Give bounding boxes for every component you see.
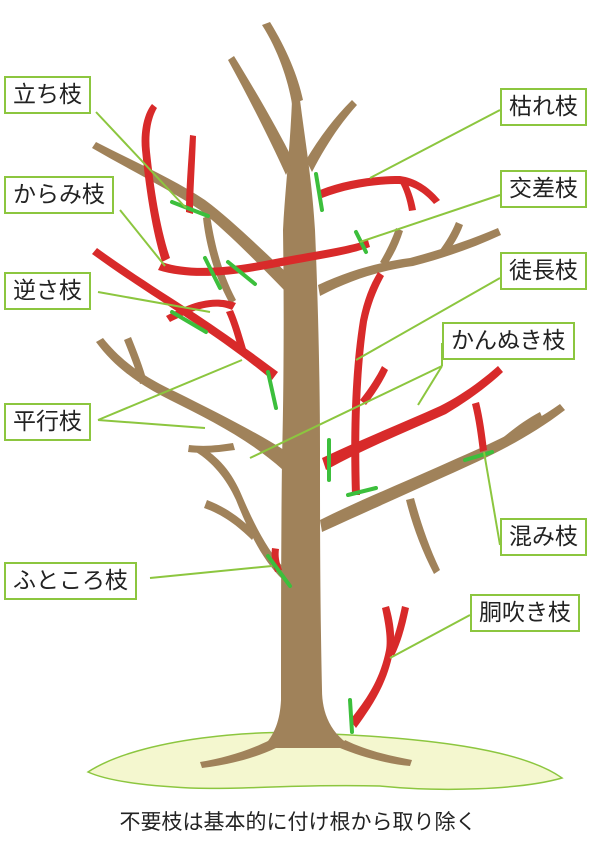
cut-tocho [346,486,378,497]
label-kosa: 交差枝 [500,170,587,208]
label-tachi: 立ち枝 [4,76,91,114]
label-gyaku: 逆さ枝 [4,272,91,310]
leader-komi [483,451,501,546]
leader-kosa [359,194,501,243]
branch-dobuki-twig [388,606,409,656]
trunk [262,100,355,748]
leader-futokoro [149,565,273,579]
branch-tocho-twig [360,366,388,405]
right-lower-twig [406,498,440,574]
top-leader [262,22,303,104]
right-upper-twig-2 [440,222,463,254]
cut-dobuki [348,698,354,734]
cut-karami-2 [226,260,257,286]
mid-left-twig-1 [124,337,147,384]
cut-heiko [266,370,278,410]
cut-komi [463,450,494,462]
branch-kannuki [322,366,503,470]
label-heiko: 平行枝 [4,403,91,441]
cut-kare [314,172,324,212]
leader-heiko-2 [97,419,206,429]
leader-dobuki [389,614,471,659]
mid-left-branch [96,338,284,470]
leader-kannuki-2 [417,365,443,406]
leader-gyaku [97,291,211,313]
right-lower-twig-2 [500,412,543,447]
mid-left-twig-2 [188,443,235,453]
right-lower-branch [320,404,565,532]
top-left-branch [228,56,293,175]
upper-left-branch [92,142,286,290]
cut-gyaku [170,310,208,334]
branch-heiko [92,248,278,380]
branch-kare-twig [399,178,416,211]
top-right-branch [306,100,357,172]
leader-tachi [95,111,187,209]
cut-tachi [170,200,210,218]
branch-gyaku [166,299,236,322]
caption: 不要枝は基本的に付け根から取り除く [119,810,477,834]
leader-heiko-1 [97,359,243,421]
right-upper-branch [318,228,501,296]
lower-left-twig [204,500,256,540]
branch-dobuki [350,606,395,728]
leader-tocho [355,277,501,361]
branch-karami [141,104,170,262]
label-karami: からみ枝 [4,176,114,214]
upper-left-sub [203,215,236,304]
branch-tachi [186,135,196,214]
branch-karami-2 [158,240,370,276]
branch-heiko-twig [226,310,247,355]
branch-komi [472,402,487,452]
lower-left-branch [196,446,286,580]
branch-kare [320,176,440,204]
label-komi: 混み枝 [500,518,587,556]
branch-tocho [351,272,384,495]
leader-kare [369,109,501,179]
root-right [340,740,412,766]
leader-karami [119,209,166,267]
right-upper-twig [380,228,403,266]
cut-karami [203,256,222,290]
label-dobuki: 胴吹き枝 [470,594,580,632]
label-kare: 枯れ枝 [500,88,587,126]
root-left [200,740,276,768]
label-futokoro: ふところ枝 [4,562,137,600]
label-tocho: 徒長枝 [500,252,587,290]
label-kannuki: かんぬき枝 [442,322,575,360]
leader-kannuki-3 [249,365,443,459]
cut-futokoro [266,554,292,588]
